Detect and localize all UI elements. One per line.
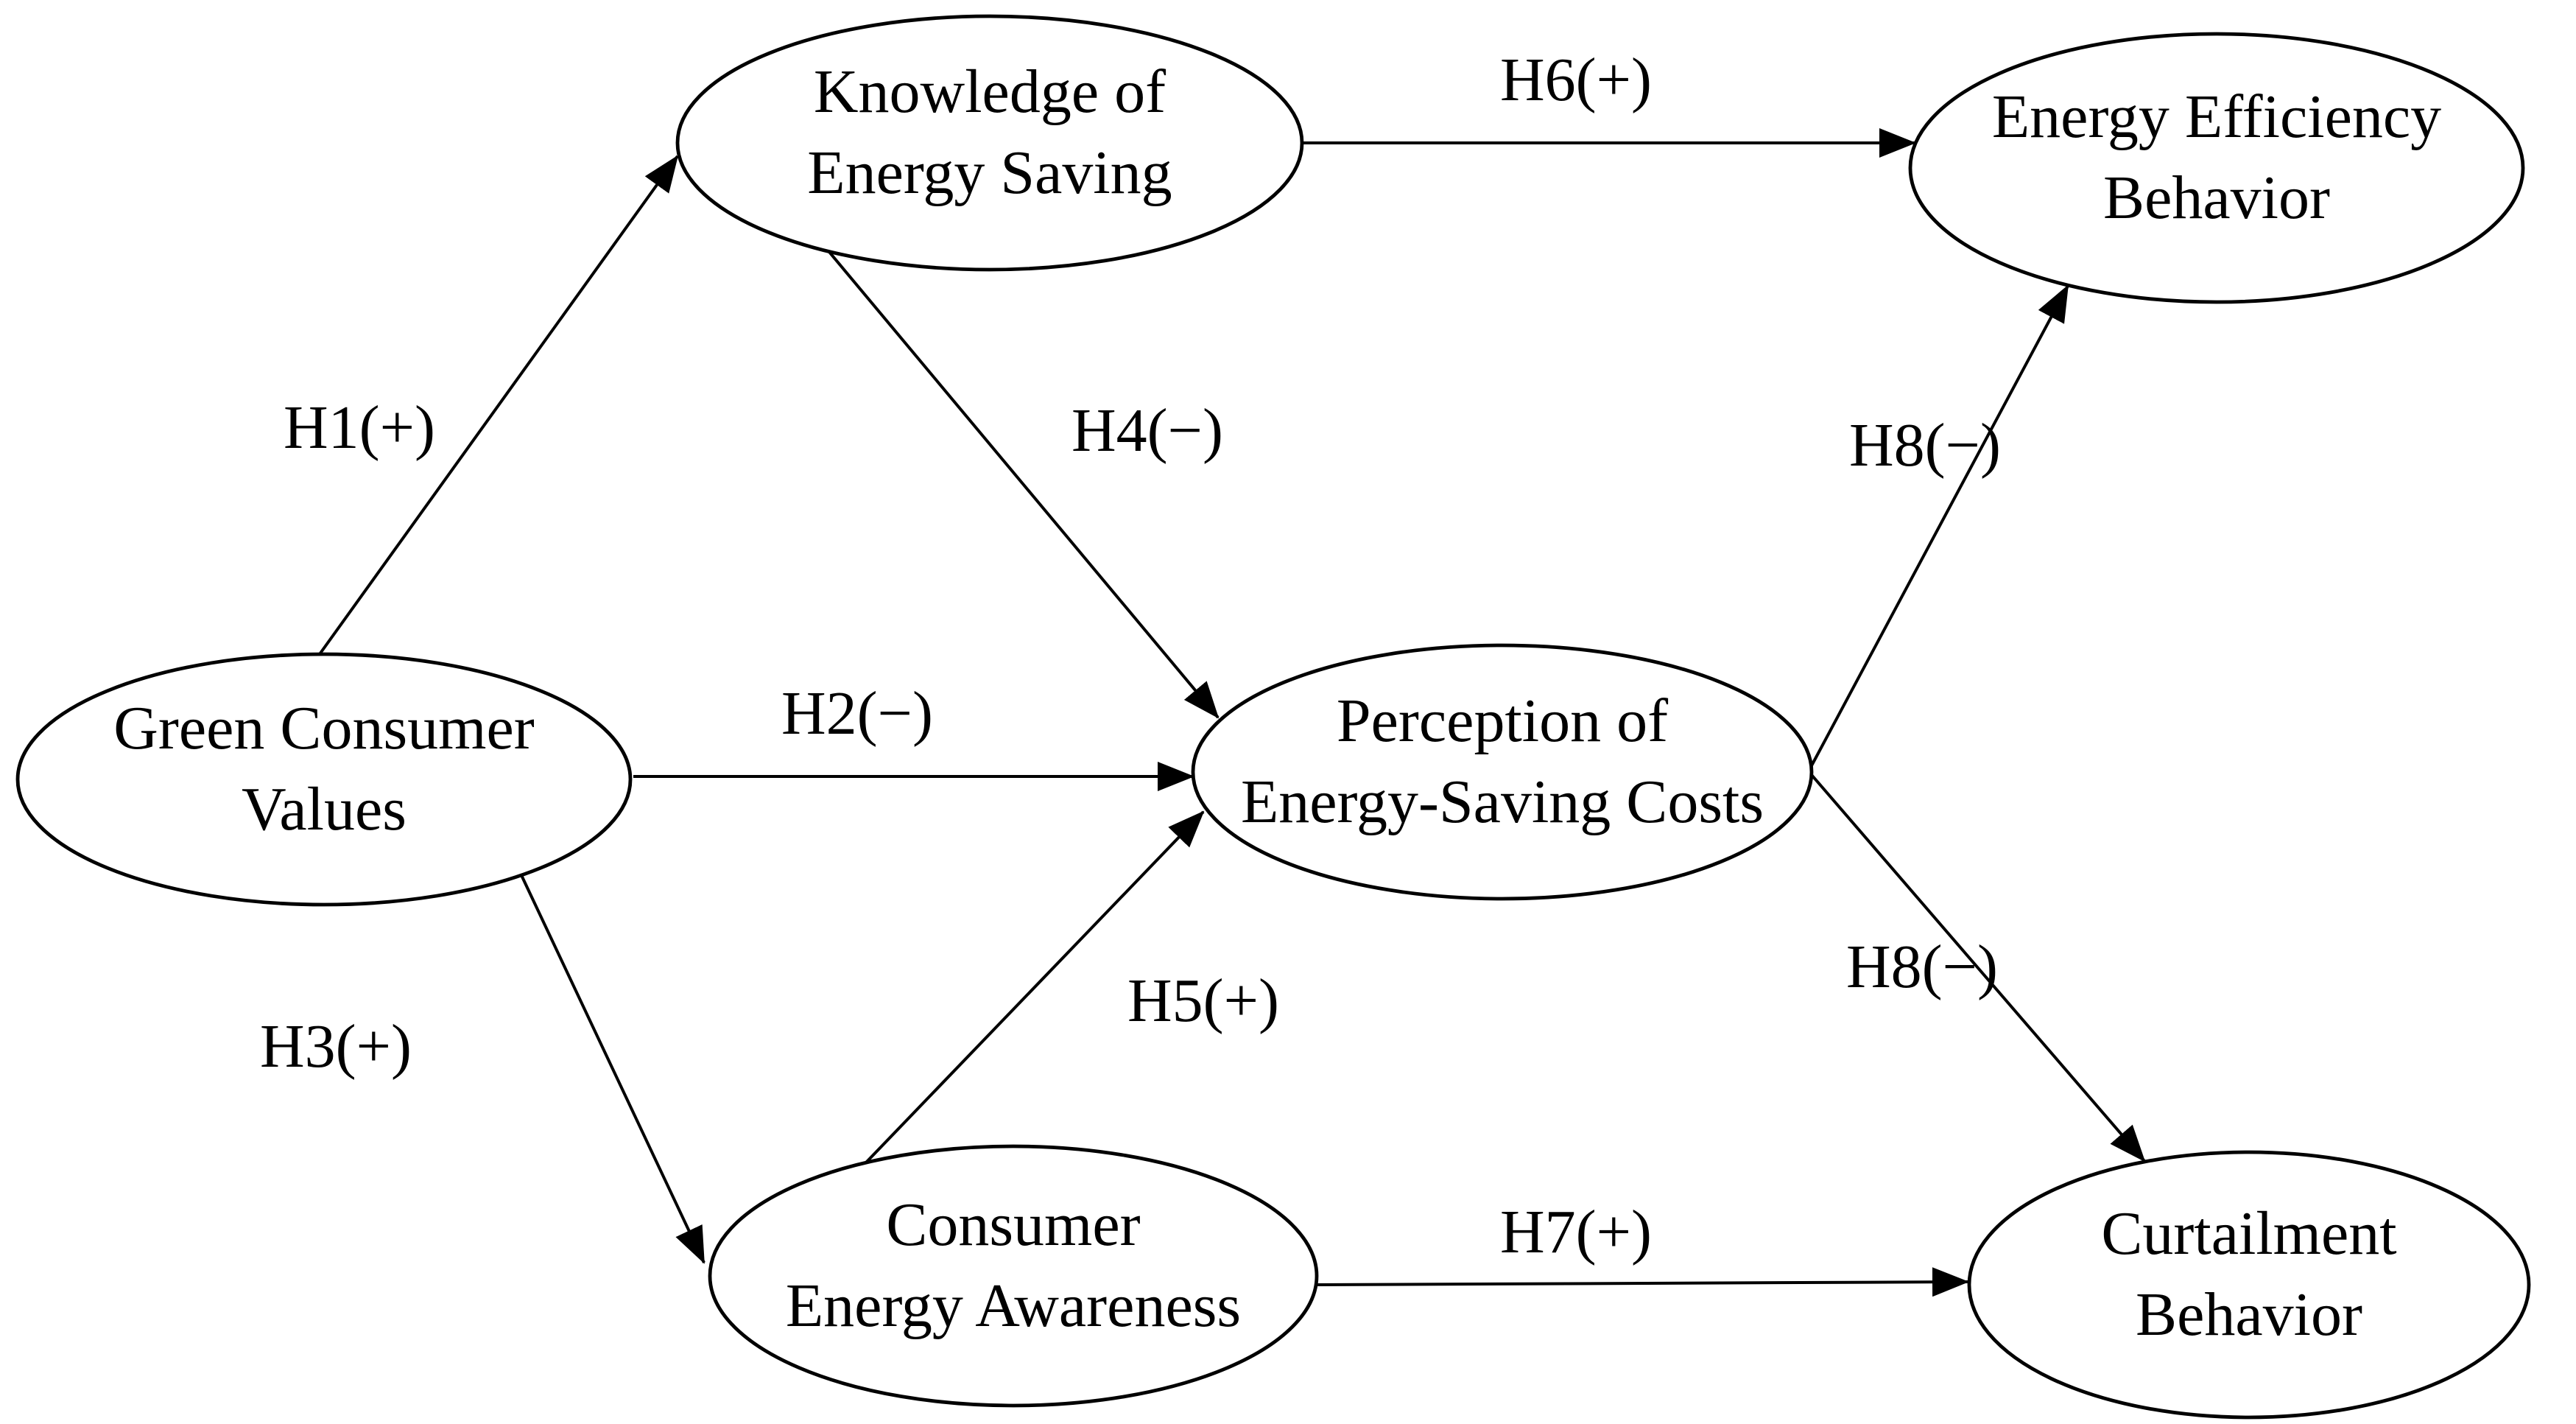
node-knowledge-of-energy-saving-label: Knowledge of Energy Saving: [807, 57, 1172, 207]
edge-h8-top-arrow: [1803, 284, 2069, 780]
node-perception-of-energy-saving-costs-ellipse: [1191, 643, 1814, 901]
node-consumer-energy-awareness-label-line-1: Consumer: [886, 1190, 1140, 1259]
edge-h4-label: H4(−): [1071, 396, 1223, 465]
edge-h8-top-label: H8(−): [1849, 411, 2001, 480]
edge-h3-label: H3(+): [260, 1012, 412, 1081]
node-consumer-energy-awareness-label-line-2: Energy Awareness: [786, 1272, 1241, 1340]
edge-h1-arrow: [318, 155, 679, 656]
node-perception-of-energy-saving-costs-label: Perception of Energy-Saving Costs: [1241, 687, 1764, 836]
edge-h2-label: H2(−): [781, 679, 933, 748]
node-knowledge-of-energy-saving-ellipse: [675, 14, 1304, 272]
node-knowledge-of-energy-saving: Knowledge of Energy Saving: [675, 14, 1304, 272]
node-curtailment-behavior-label-line-2: Behavior: [2136, 1280, 2362, 1349]
edge-h7-arrow: [1316, 1267, 1969, 1297]
node-perception-of-energy-saving-costs-label-line-2: Energy-Saving Costs: [1241, 768, 1764, 836]
edges-layer: H1(+) H2(−) H3(+) H4(−) H5(+) H6(+) H7(+) H8(−)…: [260, 46, 2146, 1297]
node-green-consumer-values-ellipse: [15, 652, 633, 907]
edge-h7-label: H7(+): [1500, 1198, 1652, 1266]
node-knowledge-of-energy-saving-label-line-2: Energy Saving: [807, 138, 1172, 207]
node-consumer-energy-awareness-ellipse: [708, 1144, 1319, 1408]
node-perception-of-energy-saving-costs: Perception of Energy-Saving Costs: [1191, 643, 1814, 901]
node-curtailment-behavior-label-line-1: Curtailment: [2101, 1199, 2396, 1268]
edge-h5-arrow: [865, 810, 1205, 1164]
edge-h4-arrow: [828, 250, 1220, 719]
edge-h1-label: H1(+): [284, 393, 435, 462]
node-green-consumer-values-label-line-2: Values: [242, 775, 407, 843]
edge-h6-label: H6(+): [1500, 46, 1652, 114]
node-green-consumer-values-label-line-1: Green Consumer: [113, 694, 535, 762]
edge-h5-label: H5(+): [1127, 967, 1279, 1035]
node-energy-efficiency-behavior-label-line-1: Energy Efficiency: [1992, 83, 2441, 151]
edge-h8-bottom-label: H8(−): [1846, 933, 1998, 1001]
node-energy-efficiency-behavior-ellipse: [1908, 32, 2525, 304]
edge-h8-bottom-arrow: [1801, 763, 2146, 1162]
node-knowledge-of-energy-saving-label-line-1: Knowledge of: [814, 57, 1166, 126]
edge-h3-arrow: [520, 874, 705, 1264]
node-perception-of-energy-saving-costs-label-line-1: Perception of: [1337, 687, 1668, 755]
node-curtailment-behavior-ellipse: [1967, 1150, 2531, 1420]
node-energy-efficiency-behavior-label-line-2: Behavior: [2103, 164, 2330, 232]
